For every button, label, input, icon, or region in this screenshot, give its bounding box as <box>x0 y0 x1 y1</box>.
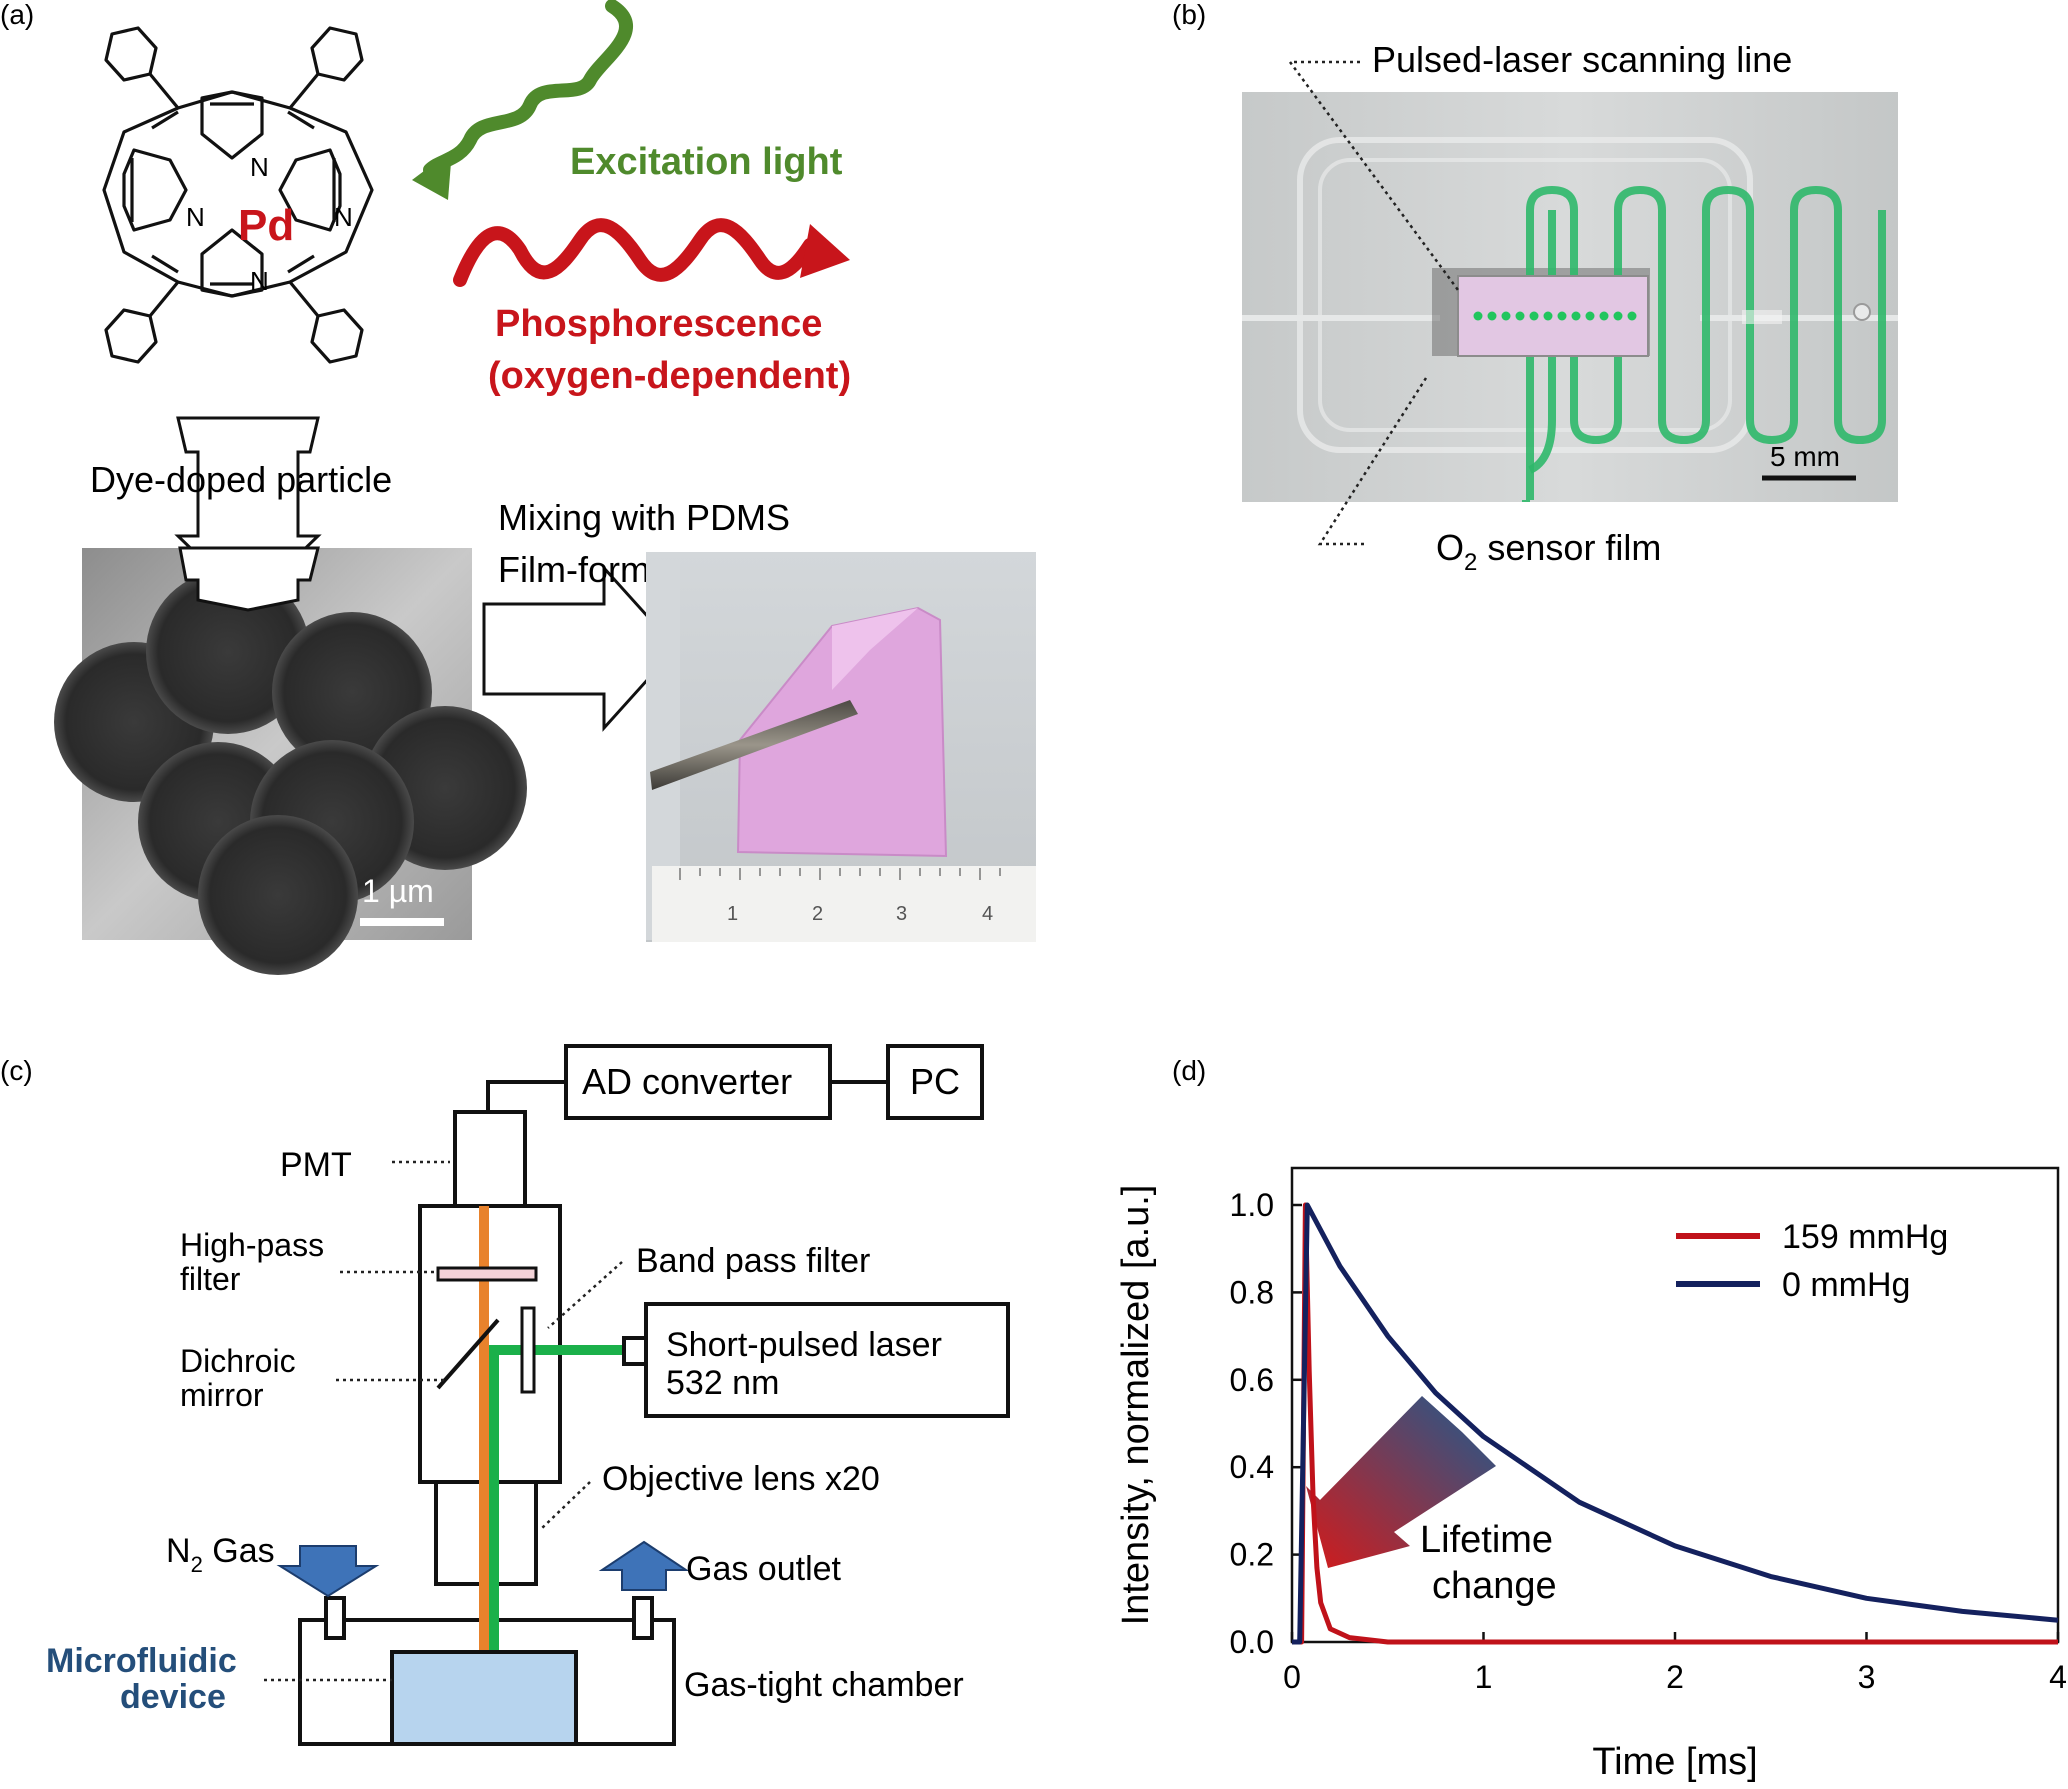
ruler-tick-3: 3 <box>896 903 907 925</box>
ad-converter-label: AD converter <box>582 1061 792 1102</box>
laser-label-1: Short-pulsed laser <box>666 1326 942 1364</box>
x-tick-label: 0 <box>1283 1659 1301 1695</box>
panel-a-label: (a) <box>0 0 34 30</box>
annotation-line2: change <box>1432 1565 1557 1607</box>
tem-scale-label: 1 µm <box>362 873 434 909</box>
dye-doped-particle-label: Dye-doped particle <box>90 459 392 500</box>
microfluidic-chip-photo <box>1242 92 1898 502</box>
y-tick-label: 0.0 <box>1230 1624 1274 1660</box>
legend-label: 0 mmHg <box>1782 1266 1910 1304</box>
x-tick-label: 4 <box>2049 1659 2067 1695</box>
high-pass-label-1: High-pass <box>180 1227 324 1263</box>
pmt-box <box>453 1110 527 1208</box>
annotation-line1: Lifetime <box>1420 1519 1553 1561</box>
y-axis-label: Intensity, normalized [a.u.] <box>1115 1185 1157 1626</box>
n-atom-bottom: N <box>250 266 269 296</box>
high-pass-label-2: filter <box>180 1261 241 1297</box>
pmt-label: PMT <box>280 1146 352 1184</box>
phosphorescence-label-line1: Phosphorescence <box>495 303 822 345</box>
series-line-0-mmhg <box>1292 1202 2059 1645</box>
mixing-label: Mixing with PDMS <box>498 497 790 538</box>
n2-gas-label: N2 Gas <box>166 1532 275 1577</box>
microfluidic-label-2: device <box>120 1678 226 1716</box>
gas-outlet-label: Gas outlet <box>686 1550 842 1588</box>
gas-outlet-arrow-icon <box>598 1540 690 1591</box>
x-tick-label: 1 <box>1475 1659 1493 1695</box>
phosphorescence-label-line2: (oxygen-dependent) <box>488 355 851 397</box>
tem-image <box>54 546 527 975</box>
excitation-beam <box>489 1345 636 1652</box>
right-arrow-icon <box>482 564 679 732</box>
panel-c-label: (c) <box>0 1055 33 1086</box>
dichroic-label-1: Dichroic <box>180 1343 296 1379</box>
n-atom-right: N <box>334 202 353 232</box>
scan-line-dots <box>1473 311 1637 321</box>
y-tick-label: 1.0 <box>1230 1187 1274 1223</box>
x-axis-label: Time [ms] <box>1592 1741 1757 1783</box>
band-pass-filter-icon <box>520 1306 536 1394</box>
panel-c: (c) AD co <box>0 1044 1010 1746</box>
x-tick-label: 2 <box>1666 1659 1684 1695</box>
scan-line-label: Pulsed-laser scanning line <box>1372 39 1792 80</box>
panel-a: (a) <box>0 0 1036 975</box>
objective-label: Objective lens x20 <box>602 1460 880 1498</box>
o2-sensor-film-label: O2 sensor film <box>1436 527 1661 576</box>
phosphorescence-wave-icon <box>453 218 850 287</box>
legend-label: 159 mmHg <box>1782 1218 1948 1256</box>
high-pass-filter-icon <box>436 1266 538 1282</box>
pdms-film-photo <box>646 552 1036 942</box>
pc-label: PC <box>910 1061 960 1102</box>
panel-b: (b) 5 mm Pulsed-laser sca <box>1172 0 1898 576</box>
panel-b-label: (b) <box>1172 0 1206 30</box>
lifetime-arrow-icon <box>1306 1396 1496 1568</box>
callout-lines <box>1287 60 1460 546</box>
pd-porphyrin-structure <box>102 26 374 364</box>
ruler-tick-2: 2 <box>812 903 823 925</box>
dichroic-label-2: mirror <box>180 1377 264 1413</box>
excitation-wave-icon <box>412 0 633 200</box>
excitation-light-label: Excitation light <box>570 141 843 183</box>
laser-label-2: 532 nm <box>666 1364 779 1402</box>
microfluidic-device-box <box>390 1650 578 1746</box>
dichroic-mirror-icon <box>436 1318 500 1390</box>
x-tick-label: 3 <box>1858 1659 1876 1695</box>
panel-d-label: (d) <box>1172 1055 1206 1086</box>
chamber-label: Gas-tight chamber <box>684 1666 964 1704</box>
ruler-tick-1: 1 <box>727 903 738 925</box>
y-tick-label: 0.8 <box>1230 1274 1274 1310</box>
y-tick-label: 0.6 <box>1230 1362 1274 1398</box>
y-tick-label: 0.2 <box>1230 1537 1274 1573</box>
chip-scale-label: 5 mm <box>1770 441 1840 472</box>
n-atom-left: N <box>186 202 205 232</box>
ruler-tick-4: 4 <box>982 903 993 925</box>
gas-inlet-arrow-icon <box>276 1545 380 1598</box>
pd-label: Pd <box>238 201 294 250</box>
band-pass-label: Band pass filter <box>636 1242 870 1280</box>
microfluidic-label-1: Microfluidic <box>46 1642 237 1680</box>
n-atom-top: N <box>250 152 269 182</box>
y-tick-label: 0.4 <box>1230 1449 1274 1485</box>
